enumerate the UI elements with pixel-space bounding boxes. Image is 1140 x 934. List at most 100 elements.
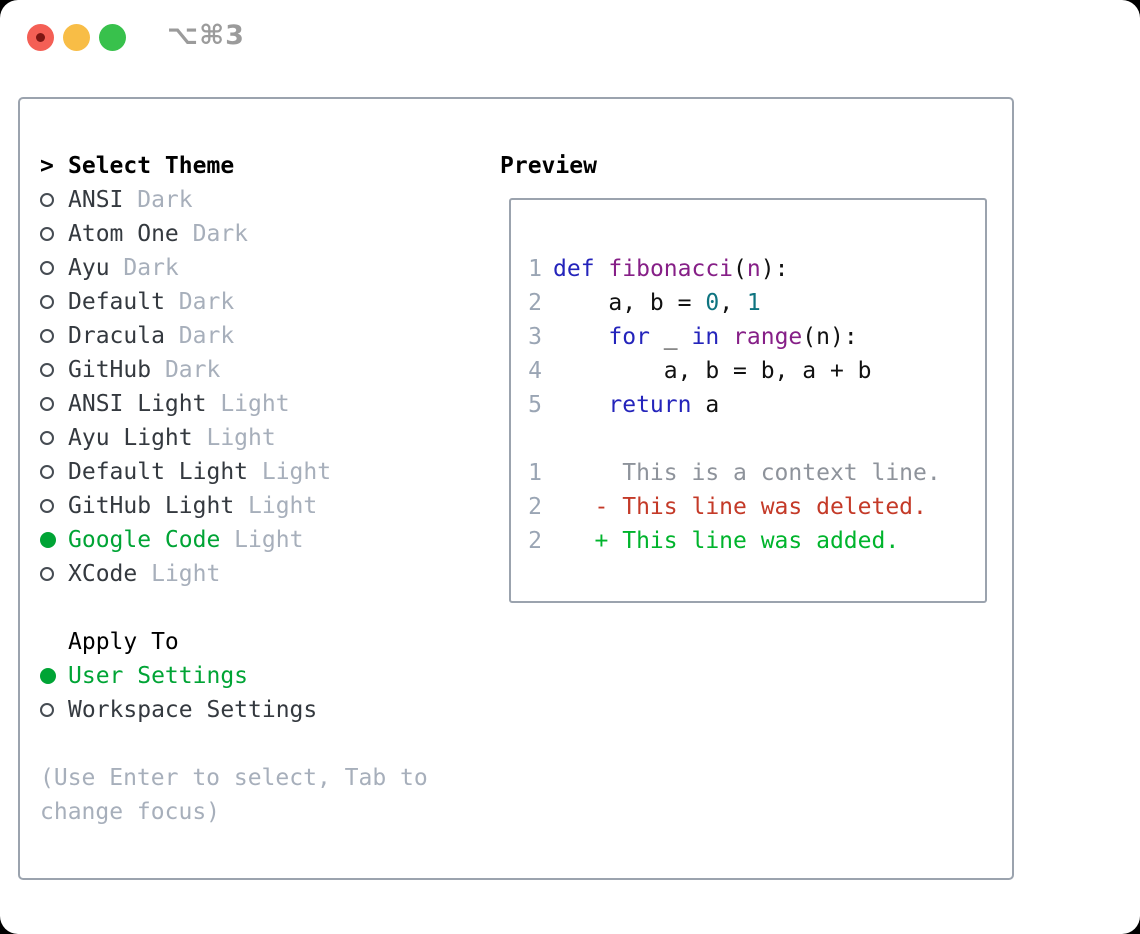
code-line: 4 a, b = b, a + b [528, 354, 975, 388]
option-variant: Dark [164, 323, 235, 349]
theme-option[interactable]: GitHub Dark [40, 353, 428, 387]
close-active-dot-icon [36, 33, 45, 42]
option-name: Default [68, 289, 165, 315]
option-variant: Dark [109, 255, 179, 281]
radio-icon[interactable] [40, 261, 68, 275]
option-variant: Light [206, 391, 290, 417]
option-label: Default Dark [68, 285, 234, 319]
radio-selected-icon[interactable] [40, 668, 68, 684]
zoom-button[interactable] [99, 24, 126, 51]
radio-icon[interactable] [40, 329, 68, 343]
close-button[interactable] [27, 24, 54, 51]
diff-line: 2 + This line was added. [528, 524, 975, 558]
option-label: Workspace Settings [68, 693, 317, 727]
option-name: ANSI Light [68, 391, 207, 417]
option-label: Google Code Light [68, 523, 303, 557]
option-label: Ayu Light Light [68, 421, 276, 455]
option-name: Ayu Light [68, 425, 193, 451]
option-name: Workspace Settings [68, 697, 318, 723]
option-label: ANSI Light Light [68, 387, 290, 421]
option-name: User Settings [68, 663, 249, 689]
spacer [40, 727, 428, 761]
radio-icon[interactable] [40, 465, 68, 479]
radio-icon[interactable] [40, 363, 68, 377]
theme-option[interactable]: Default Dark [40, 285, 428, 319]
theme-option[interactable]: Ayu Light Light [40, 421, 428, 455]
radio-selected-icon[interactable] [40, 532, 68, 548]
option-variant: Dark [164, 289, 235, 315]
apply-to-title: Apply To [68, 629, 179, 655]
option-name: Dracula [68, 323, 165, 349]
option-label: GitHub Light Light [68, 489, 317, 523]
line-text: - This line was deleted. [553, 494, 927, 520]
option-label: XCode Light [68, 557, 220, 591]
hint-text-line2: change focus) [40, 799, 221, 825]
line-text: return a [608, 392, 720, 418]
radio-icon[interactable] [40, 499, 68, 513]
option-label: ANSI Dark [68, 183, 193, 217]
option-label: Ayu Dark [68, 251, 179, 285]
line-number: 2 [528, 494, 542, 520]
apply-option[interactable]: User Settings [40, 659, 428, 693]
prompt-caret-icon: > [40, 153, 54, 179]
option-variant: Light [234, 493, 318, 519]
option-name: Ayu [68, 255, 110, 281]
preview-title: Preview [500, 153, 597, 179]
line-number: 3 [528, 324, 542, 350]
theme-option[interactable]: Ayu Dark [40, 251, 428, 285]
diff-line: 2 - This line was deleted. [528, 490, 975, 524]
blank-line [528, 422, 975, 456]
radio-icon[interactable] [40, 295, 68, 309]
titlebar: ⌥⌘3 [0, 0, 1140, 74]
line-number: 1 [528, 460, 542, 486]
radio-icon[interactable] [40, 227, 68, 241]
traffic-lights [27, 24, 126, 51]
option-label: Dracula Dark [68, 319, 234, 353]
radio-icon[interactable] [40, 193, 68, 207]
theme-option[interactable]: Dracula Dark [40, 319, 428, 353]
option-variant: Dark [178, 221, 249, 247]
line-text: + This line was added. [553, 528, 900, 554]
theme-list-header: > Select Theme [40, 149, 428, 183]
option-name: Google Code [68, 527, 221, 553]
code-line: 5 return a [528, 388, 975, 422]
line-text: for _ in range(n): [608, 324, 858, 350]
option-name: GitHub Light [68, 493, 235, 519]
radio-icon[interactable] [40, 397, 68, 411]
radio-icon[interactable] [40, 567, 68, 581]
line-number: 5 [528, 392, 542, 418]
theme-option[interactable]: Atom One Dark [40, 217, 428, 251]
line-number: 2 [528, 290, 542, 316]
code-line: 2 a, b = 0, 1 [528, 286, 975, 320]
option-label: User Settings [68, 659, 248, 693]
theme-option[interactable]: Google Code Light [40, 523, 428, 557]
option-variant: Light [220, 527, 304, 553]
option-name: ANSI [68, 187, 124, 213]
option-name: Default Light [68, 459, 249, 485]
minimize-button[interactable] [63, 24, 90, 51]
apply-option[interactable]: Workspace Settings [40, 693, 428, 727]
apply-to-header-row: Apply To [40, 625, 428, 659]
theme-option[interactable]: ANSI Light Light [40, 387, 428, 421]
hint-text-line1: (Use Enter to select, Tab to [40, 765, 428, 791]
line-text: This is a context line. [553, 460, 941, 486]
option-label: Atom One Dark [68, 217, 248, 251]
option-name: XCode [68, 561, 138, 587]
option-variant: Dark [123, 187, 193, 213]
option-name: GitHub [68, 357, 152, 383]
theme-option[interactable]: GitHub Light Light [40, 489, 428, 523]
spacer [40, 591, 428, 625]
line-number: 4 [528, 358, 542, 384]
line-number: 2 [528, 528, 542, 554]
radio-icon[interactable] [40, 703, 68, 717]
theme-option[interactable]: XCode Light [40, 557, 428, 591]
theme-option[interactable]: Default Light Light [40, 455, 428, 489]
theme-option[interactable]: ANSI Dark [40, 183, 428, 217]
radio-icon[interactable] [40, 431, 68, 445]
option-variant: Light [137, 561, 221, 587]
